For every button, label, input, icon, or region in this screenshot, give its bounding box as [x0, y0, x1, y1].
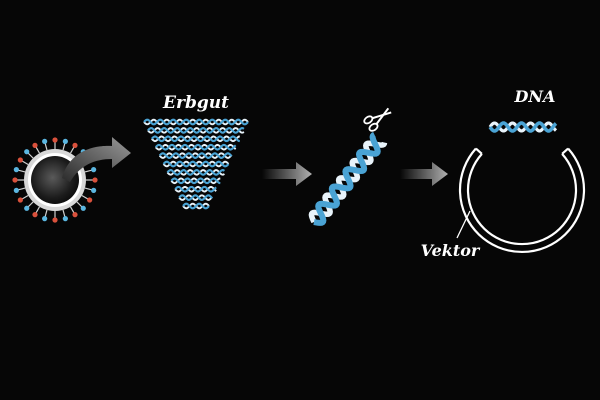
virus-particle-icon: [12, 137, 98, 223]
virus-spike-head: [72, 212, 78, 218]
virus-spike-head: [72, 142, 78, 148]
genome-dna-row: [143, 118, 249, 126]
scissors-icon: [363, 107, 392, 132]
virus-spike-head: [17, 197, 23, 203]
curved-arrow-icon: [62, 137, 131, 182]
arrow-right-icon: [400, 162, 448, 186]
virus-spike-head: [12, 177, 18, 183]
virus-spike: [35, 206, 41, 214]
genome-stack: [143, 118, 249, 210]
virus-spike: [18, 169, 26, 173]
virus-spike-head: [24, 149, 30, 155]
virus-spike-head: [91, 167, 97, 173]
virus-spike: [62, 209, 66, 217]
virus-spike-head: [87, 197, 93, 203]
arrow-right-icon: [262, 162, 312, 186]
virus-spike: [35, 146, 41, 154]
virus-spike: [21, 194, 29, 200]
inserted-dna: [488, 121, 558, 133]
dna-fragment-icon: [308, 131, 388, 226]
virus-spike: [27, 152, 34, 159]
virus-spike: [62, 143, 66, 151]
virus-spike: [44, 209, 48, 217]
genome-dna-row: [182, 202, 210, 210]
virus-spike: [81, 194, 89, 200]
virus-spike: [27, 201, 34, 208]
virus-spike-head: [42, 138, 48, 144]
genome-label: Erbgut: [162, 93, 229, 113]
virus-spike-head: [32, 212, 38, 218]
virus-spike-head: [17, 157, 23, 163]
virus-spike: [84, 169, 92, 173]
virus-spike-head: [91, 187, 97, 193]
virus-spike: [21, 160, 29, 166]
virus-spike-head: [92, 177, 98, 183]
vector-ring-outer: [458, 147, 586, 254]
dna-strand: [313, 131, 381, 226]
dna-label: DNA: [514, 87, 556, 106]
virus-spike: [69, 206, 75, 214]
vector-pointer: [456, 210, 471, 239]
virus-spike-head: [62, 216, 68, 222]
genome-dna-row: [166, 169, 226, 176]
plasmid-vector-icon: [458, 121, 586, 254]
virus-spike-head: [52, 137, 58, 143]
genome-dna-row: [154, 143, 237, 151]
genome-dna-row: [151, 135, 240, 143]
genome-dna-row: [158, 152, 233, 159]
virus-spike: [76, 201, 83, 208]
virus-spike-head: [32, 142, 38, 148]
virus-spike-head: [13, 187, 19, 193]
genome-dna-row: [178, 194, 213, 201]
virus-spike: [84, 187, 92, 191]
virus-spike-head: [24, 205, 30, 211]
vector-label: Vektor: [421, 241, 481, 260]
genome-dna-row: [162, 160, 230, 168]
genome-dna-row: [170, 177, 221, 185]
genome-dna-row: [147, 127, 245, 134]
virus-spike: [44, 143, 48, 151]
virus-spike-head: [62, 138, 68, 144]
virus-spike-head: [52, 217, 58, 223]
virus-spike: [18, 187, 26, 191]
virus-spike-head: [42, 216, 48, 222]
genome-dna-row: [174, 185, 217, 193]
vector-ring-inner: [466, 153, 578, 246]
virus-spike-head: [13, 167, 19, 173]
virus-spike: [69, 146, 75, 154]
virus-spike-head: [80, 205, 86, 211]
